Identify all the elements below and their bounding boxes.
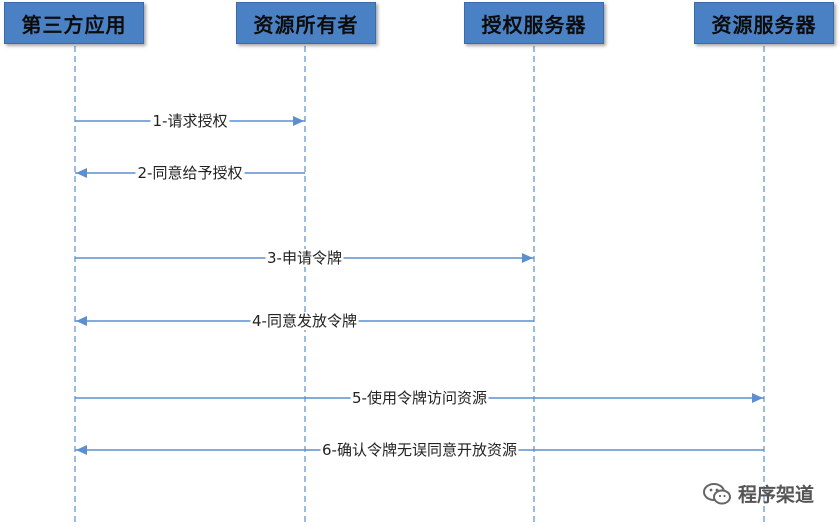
actor-auth-server: 授权服务器 xyxy=(464,2,604,44)
message-label-6: 6-确认令牌无误同意开放资源 xyxy=(320,441,519,459)
message-label-5: 5-使用令牌访问资源 xyxy=(350,389,489,407)
message-label-4: 4-同意发放令牌 xyxy=(250,312,359,330)
watermark: 程序架道 xyxy=(702,480,814,507)
message-label-1: 1-请求授权 xyxy=(150,112,230,130)
actor-client: 第三方应用 xyxy=(4,2,144,44)
actor-resource-server: 资源服务器 xyxy=(694,2,834,44)
message-label-3: 3-申请令牌 xyxy=(265,249,344,267)
message-label-2: 2-同意给予授权 xyxy=(135,164,245,182)
arrowhead-3 xyxy=(522,253,533,263)
arrowhead-5 xyxy=(752,393,763,403)
arrowhead-6 xyxy=(76,445,87,455)
actor-resource-owner: 资源所有者 xyxy=(236,2,376,44)
watermark-text: 程序架道 xyxy=(737,484,814,506)
wechat-icon xyxy=(702,482,731,504)
arrowhead-1 xyxy=(293,116,304,126)
arrowhead-2 xyxy=(76,168,87,178)
arrowhead-4 xyxy=(76,316,87,326)
